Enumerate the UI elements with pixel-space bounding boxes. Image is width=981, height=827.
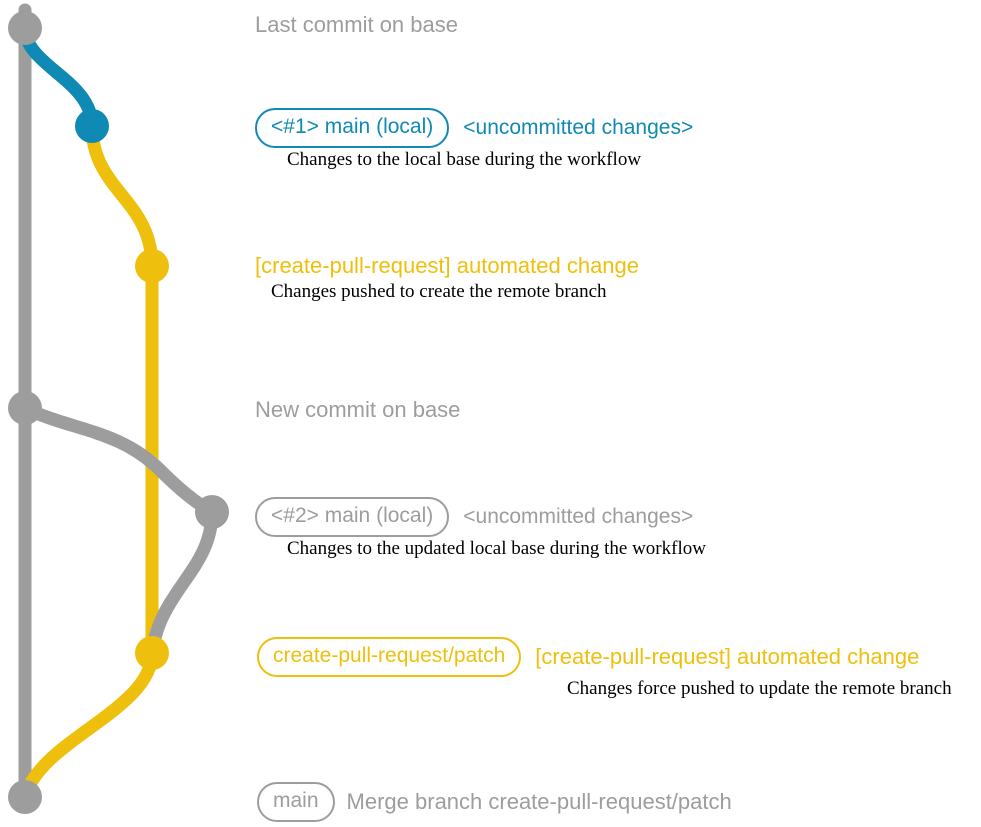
entry-new-commit-on-base: New commit on base <box>255 396 460 424</box>
headline-last-commit-on-base: Last commit on base <box>255 12 458 37</box>
subject-uncommitted-changes-1: <uncommitted changes> <box>463 116 694 139</box>
node-base-head <box>8 11 42 45</box>
ref-pill-main[interactable]: main <box>257 782 335 822</box>
headline-merge-commit: Merge branch create-pull-request/patch <box>346 789 732 814</box>
headline-automated-change-2: [create-pull-request] automated change <box>535 644 920 669</box>
node-remote-2 <box>135 636 169 670</box>
local-branch-line-2 <box>18 401 219 519</box>
ref-pill-main-local-1[interactable]: <#1> main (local) <box>255 108 450 148</box>
node-merge <box>8 780 42 814</box>
description-automated-change-2: Changes force pushed to update the remot… <box>567 678 952 699</box>
ref-pill-main-local-2[interactable]: <#2> main (local) <box>255 497 450 537</box>
entry-automated-change-2: create-pull-request/patch [create-pull-r… <box>257 637 952 701</box>
subject-uncommitted-changes-2: <uncommitted changes> <box>463 505 694 528</box>
description-local-change-1: Changes to the local base during the wor… <box>287 149 642 170</box>
ref-pill-create-pull-request-patch[interactable]: create-pull-request/patch <box>257 637 522 677</box>
entry-automated-change-1: [create-pull-request] automated change C… <box>255 252 639 304</box>
node-local-1 <box>75 109 109 143</box>
entry-local-change-1: <#1> main (local) <uncommitted changes> … <box>255 108 693 172</box>
entry-last-commit-on-base: Last commit on base <box>255 11 458 39</box>
headline-new-commit-on-base: New commit on base <box>255 397 461 422</box>
local-to-remote-line-2 <box>145 505 219 660</box>
remote-merge-line <box>18 646 159 804</box>
node-base-new <box>8 391 42 425</box>
description-automated-change-1: Changes pushed to create the remote bran… <box>271 281 607 302</box>
node-remote-1 <box>135 249 169 283</box>
entry-merge-commit: main Merge branch create-pull-request/pa… <box>257 782 732 822</box>
description-local-change-2: Changes to the updated local base during… <box>287 538 706 559</box>
remote-branch-line-1 <box>85 119 159 273</box>
headline-automated-change-1: [create-pull-request] automated change <box>255 253 640 278</box>
node-local-2 <box>195 495 229 529</box>
entry-local-change-2: <#2> main (local) <uncommitted changes> … <box>255 497 706 561</box>
